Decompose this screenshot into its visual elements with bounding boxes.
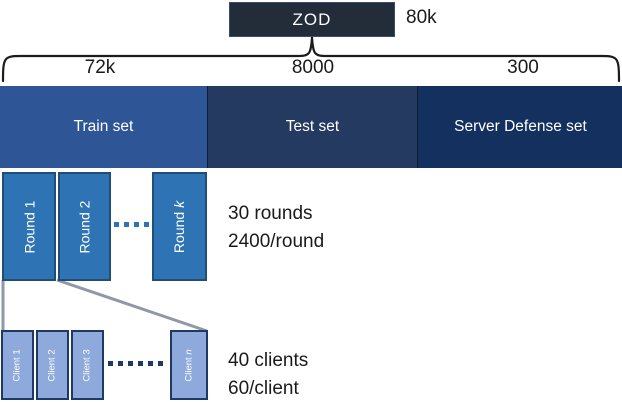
clients-ellipsis-dots (108, 361, 168, 366)
dataset-total-label: 80k (406, 7, 437, 28)
server-defense-set-box: Server Defense set (417, 86, 622, 168)
client-2-box: Client 2 (36, 330, 69, 400)
rounds-note-line2: 2400/round (228, 231, 325, 252)
rounds-note-line1: 30 rounds (228, 203, 313, 224)
test-size-label: 8000 (291, 57, 335, 78)
train-set-label: Train set (73, 118, 134, 135)
client-2-label: Client 2 (47, 348, 58, 382)
dataset-box: ZOD (229, 2, 395, 37)
server-defense-set-label: Server Defense set (454, 118, 587, 135)
rounds-ellipsis-dots (114, 222, 151, 227)
client-3-label: Client 3 (82, 348, 93, 382)
rounds-note: 30 rounds 2400/round (228, 200, 408, 256)
train-set-box: Train set (0, 86, 208, 168)
clients-note-line2: 60/client (228, 378, 299, 399)
dataset-name: ZOD (292, 9, 332, 29)
train-size-label: 72k (84, 57, 116, 78)
round-1-label: Round 1 (21, 200, 37, 253)
round-1-box: Round 1 (2, 172, 56, 281)
round-k-box: Round k (152, 172, 207, 281)
client-n-label: Client n (183, 348, 195, 382)
test-set-label: Test set (285, 118, 340, 135)
round-2-label: Round 2 (76, 200, 93, 253)
defense-size-label: 300 (507, 57, 539, 78)
client-n-box: Client n (170, 330, 208, 400)
test-set-box: Test set (208, 86, 417, 168)
client-3-box: Client 3 (71, 330, 104, 400)
client-1-label: Client 1 (12, 348, 23, 382)
round-2-box: Round 2 (58, 172, 111, 281)
brace-icon (1, 36, 621, 83)
client-1-box: Client 1 (1, 330, 34, 400)
round-k-label: Round k (171, 200, 188, 253)
clients-note-line1: 40 clients (228, 350, 309, 371)
clients-note: 40 clients 60/client (228, 347, 408, 402)
